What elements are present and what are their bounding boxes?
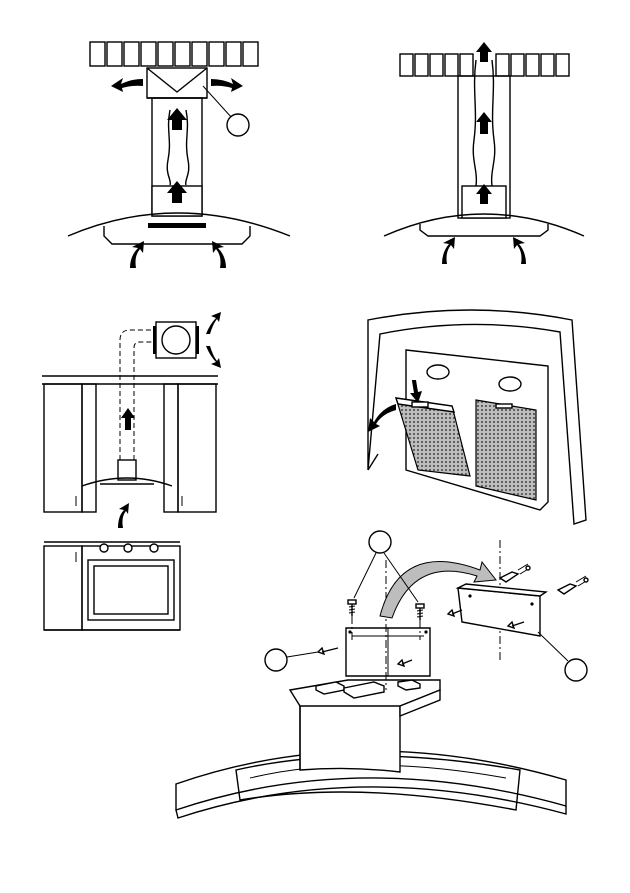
screw-icon — [415, 603, 425, 620]
hood-body — [103, 226, 251, 245]
screw-icon — [396, 658, 413, 668]
callout-screws-top — [353, 530, 419, 603]
arrow-up-icon — [167, 108, 187, 130]
screw-icon — [316, 646, 339, 656]
wall-cabinet-left — [43, 383, 83, 513]
curved-arrow-icon — [379, 560, 497, 619]
callout-bracket — [537, 631, 588, 682]
arrow-exhaust-icon — [206, 312, 221, 334]
figure-external-motor — [42, 312, 221, 631]
ceiling-blocks-b — [399, 53, 570, 77]
arrow-up-icon — [476, 112, 492, 134]
airflow-arrows-b — [442, 42, 526, 264]
light-right — [498, 376, 522, 392]
arrow-intake-icon — [442, 237, 455, 264]
figure-filter-removal — [367, 309, 587, 525]
arrow-intake-icon — [212, 241, 226, 268]
duct-b — [472, 59, 496, 187]
arrow-up-icon — [167, 181, 187, 203]
arrow-left-icon — [111, 78, 143, 92]
arrow-up-icon — [476, 184, 492, 204]
wall-plug-icon — [498, 563, 531, 583]
motor-column — [299, 699, 401, 773]
arrow-up-icon — [121, 408, 135, 430]
arrow-intake-icon — [130, 241, 144, 268]
hood-body-b — [419, 224, 549, 237]
hood-shell — [367, 309, 587, 525]
arrow-exhaust-icon — [206, 346, 221, 368]
arrow-down-icon — [410, 380, 422, 403]
control-panel — [148, 223, 206, 228]
arrow-up-icon — [476, 42, 492, 62]
arrow-intake-icon — [118, 503, 129, 528]
wall-bracket — [455, 583, 549, 637]
kitchen-range — [43, 541, 181, 631]
duct-dashed — [119, 329, 156, 460]
canopy-c — [81, 477, 173, 487]
figure-bracket-mounting — [175, 530, 589, 819]
arrow-right-icon — [211, 78, 243, 92]
wall-plug-icon — [556, 575, 589, 595]
chimney-c — [117, 459, 137, 481]
flex-duct — [166, 109, 190, 186]
ceiling-blocks — [89, 41, 259, 67]
canopy-curve-b — [383, 213, 585, 237]
screw-icon — [446, 608, 463, 618]
wall-cabinet-right — [163, 383, 179, 513]
figure-ducted-exhaust — [67, 41, 291, 268]
screw-icon — [506, 620, 525, 630]
external-motor-unit — [153, 321, 199, 359]
arrow-pivot-icon — [368, 404, 396, 432]
canopy-curve — [67, 212, 291, 237]
callout-screws-left — [264, 648, 319, 672]
foam-block — [397, 679, 421, 691]
foam-block — [343, 681, 385, 699]
callout-deflector — [202, 85, 250, 137]
arrow-intake-icon — [513, 237, 526, 264]
grease-filter-installed — [475, 399, 537, 501]
screw-icon — [347, 599, 357, 616]
figure-recirculation — [383, 42, 585, 264]
light-left — [426, 364, 450, 380]
airflow-arrows-a — [111, 78, 243, 268]
air-deflector — [146, 67, 208, 99]
